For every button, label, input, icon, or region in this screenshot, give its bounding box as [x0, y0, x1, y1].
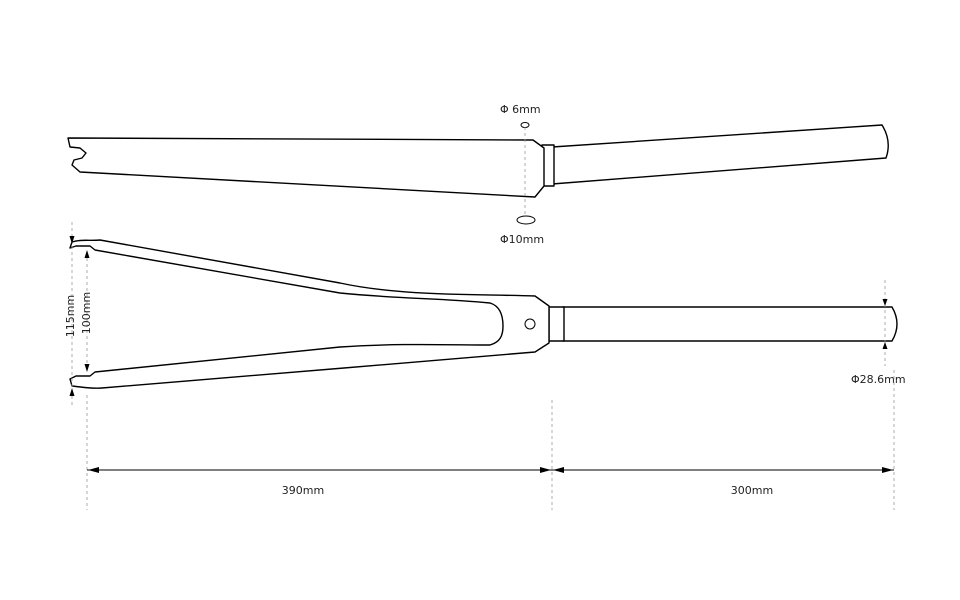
width-arrow-inner-bottom [84, 364, 90, 372]
steerer-diameter-label: Φ28.6mm [851, 373, 906, 386]
hole-small-label: Φ 6mm [500, 103, 541, 116]
length-dimensions: 390mm 300mm [86, 370, 895, 510]
width-arrow-inner-top [84, 250, 90, 258]
fork-length-arrow-left [88, 467, 99, 473]
diameter-arrow-bottom [882, 342, 888, 349]
steerer-length-arrow-right [882, 467, 893, 473]
fork-length-arrow-right [540, 467, 551, 473]
side-fork-leg [67, 137, 545, 198]
front-steerer-tube [562, 306, 898, 342]
hole-large-marker [516, 215, 536, 225]
width-outer-label: 115mm [64, 295, 77, 337]
front-fork-blades [69, 239, 550, 389]
crown-hole [524, 318, 536, 330]
width-arrow-outer-top [69, 236, 75, 244]
hole-large-label: Φ10mm [500, 233, 544, 246]
diameter-arrow-top [882, 299, 888, 306]
hole-small-marker [520, 122, 530, 128]
steerer-length-label: 300mm [731, 484, 773, 497]
fork-front-view: 115mm 100mm Φ28.6mm [64, 222, 906, 408]
fork-side-view: Φ 6mm Φ10mm [67, 103, 889, 246]
front-crown-collar [548, 306, 565, 342]
width-inner-label: 100mm [80, 292, 93, 334]
side-steerer-tube [551, 124, 889, 185]
steerer-length-arrow-left [553, 467, 564, 473]
width-arrow-outer-bottom [69, 388, 75, 396]
fork-length-label: 390mm [282, 484, 324, 497]
